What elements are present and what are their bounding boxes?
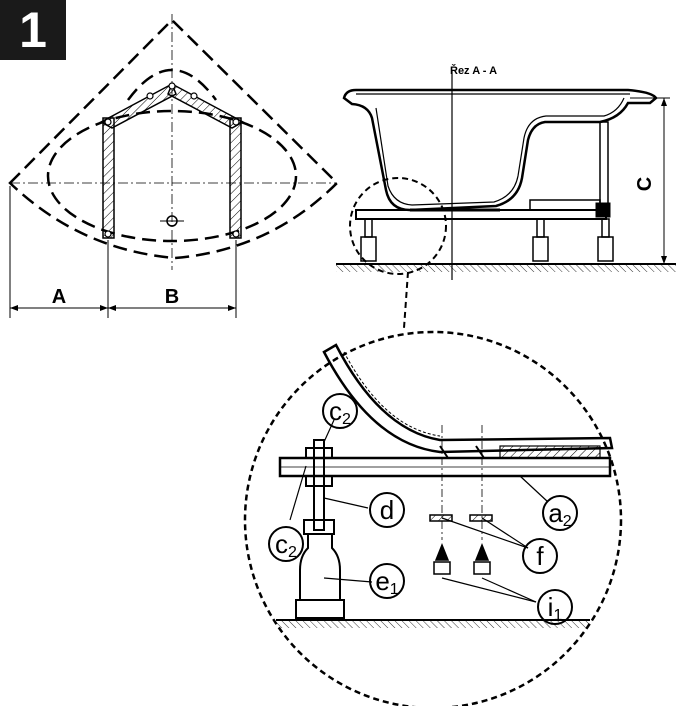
callout-e1: e1 [375, 566, 398, 598]
section-view [336, 70, 676, 329]
plan-frame-arm-right [167, 82, 245, 129]
callout-i1: i1 [548, 592, 563, 624]
detail-callouts: c2 c2 d a2 f e1 i1 [275, 396, 572, 624]
section-title: Řez A - A [450, 64, 497, 77]
callout-d: d [380, 495, 394, 525]
detail-circle [243, 330, 623, 706]
dimension-label-b: B [165, 286, 179, 308]
dimension-label-c: C [634, 177, 656, 191]
plan-basin-outline [46, 109, 298, 243]
section-detail-marker [349, 177, 447, 275]
detail-tub-wall [322, 343, 614, 454]
section-tub-shell [342, 88, 658, 212]
detail-leg-body [299, 533, 341, 601]
plan-frame-arm-left [99, 82, 177, 129]
callout-c2-bottom: c2 [275, 529, 297, 561]
callout-a2: a2 [548, 498, 571, 530]
callout-f: f [536, 541, 544, 571]
plan-tub-outline [8, 18, 339, 260]
step-number-badge: 1 [0, 0, 66, 60]
callout-c2-top: c2 [329, 396, 351, 428]
plan-frame-leg-left [102, 117, 115, 239]
plan-view [8, 14, 339, 318]
plan-frame-leg-right [229, 117, 242, 239]
step-number: 1 [19, 2, 47, 58]
dimension-label-a: A [52, 286, 66, 308]
detail-view [243, 330, 623, 706]
